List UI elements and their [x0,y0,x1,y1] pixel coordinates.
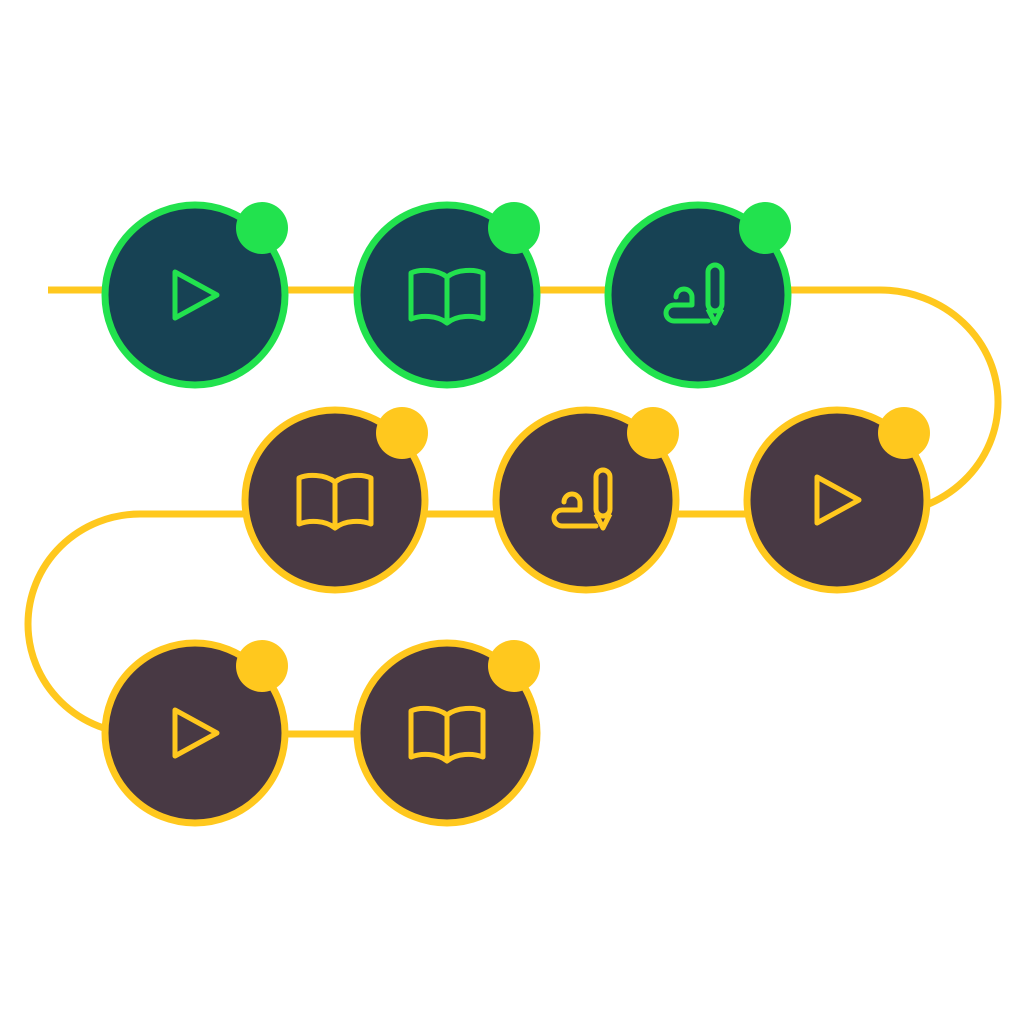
lesson-node-8[interactable] [353,639,541,827]
status-dot [878,407,930,459]
status-dot [627,407,679,459]
play-icon [172,707,220,759]
quill-scroll-icon [663,262,725,326]
status-dot [236,202,288,254]
book-icon [408,705,486,764]
lesson-node-4[interactable] [743,406,931,594]
lesson-node-6[interactable] [241,406,429,594]
lesson-nodes [101,201,931,827]
status-dot [488,202,540,254]
lesson-node-7[interactable] [101,639,289,827]
book-icon [296,472,374,531]
lesson-node-2[interactable] [353,201,541,389]
status-dot [739,202,791,254]
node-circle [604,201,792,389]
status-dot [488,640,540,692]
lesson-node-5[interactable] [492,406,680,594]
node-circle [492,406,680,594]
node-circle [101,201,289,389]
play-icon [172,269,220,321]
lesson-node-1[interactable] [101,201,289,389]
play-icon [814,474,862,526]
book-icon [408,267,486,326]
lesson-node-3[interactable] [604,201,792,389]
status-dot [236,640,288,692]
quill-scroll-icon [551,467,613,531]
node-circle [101,639,289,827]
node-circle [743,406,931,594]
status-dot [376,407,428,459]
